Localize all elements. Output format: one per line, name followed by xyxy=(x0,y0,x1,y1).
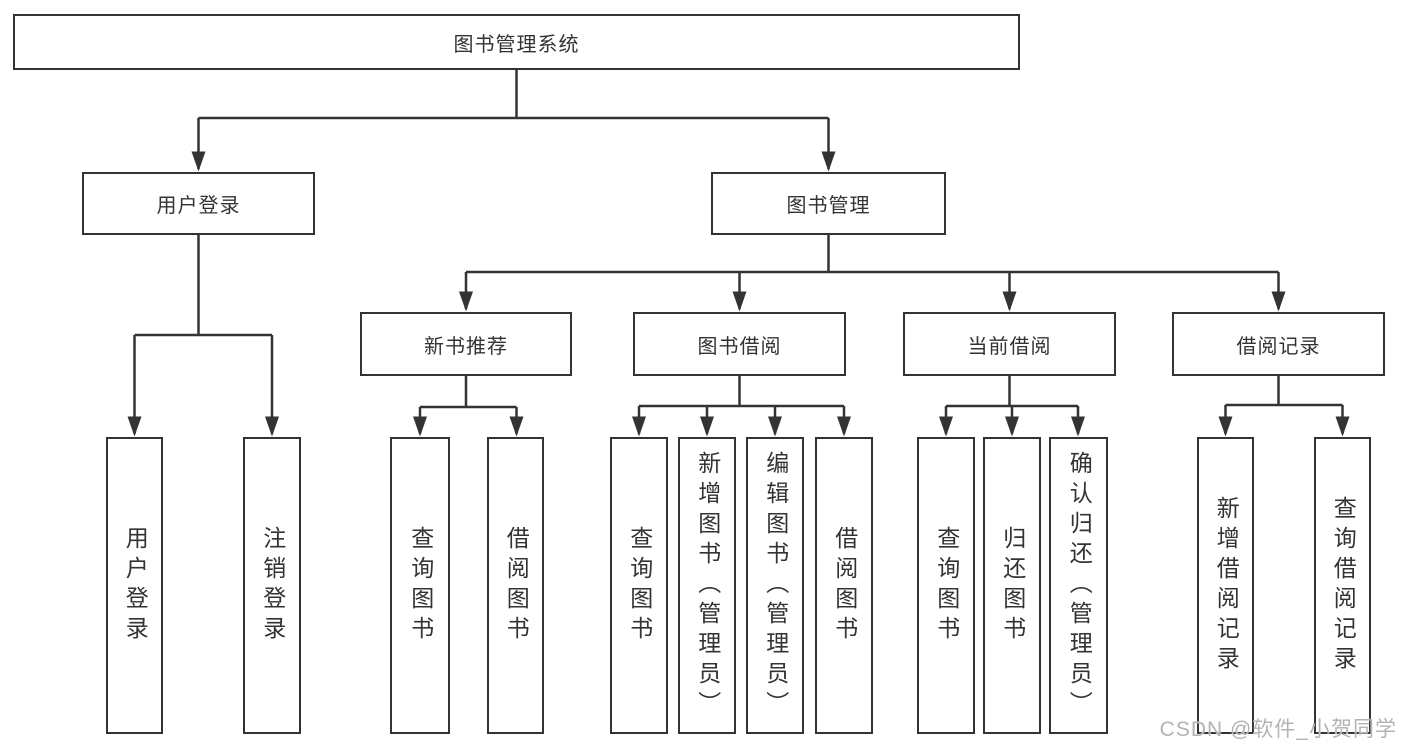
leaf-add-book-admin-label: 新增图书（管理员） xyxy=(694,450,721,721)
node-current-borrowing: 当前借阅 xyxy=(903,312,1116,376)
leaf-borrow-books-recommend: 借阅图书 xyxy=(487,437,544,734)
leaf-query-books-recommend: 查询图书 xyxy=(390,437,450,734)
leaf-user-login: 用户登录 xyxy=(106,437,163,734)
leaf-add-book-admin: 新增图书（管理员） xyxy=(678,437,736,734)
leaf-logout-label: 注销登录 xyxy=(259,525,286,646)
node-new-book-recommendation: 新书推荐 xyxy=(360,312,572,376)
leaf-logout: 注销登录 xyxy=(243,437,301,734)
leaf-query-books-current: 查询图书 xyxy=(917,437,975,734)
leaf-return-books-label: 归还图书 xyxy=(999,525,1026,646)
leaf-query-books-borrowing-label: 查询图书 xyxy=(626,525,653,646)
leaf-confirm-return-admin: 确认归还（管理员） xyxy=(1049,437,1108,734)
leaf-edit-book-admin: 编辑图书（管理员） xyxy=(746,437,804,734)
node-library-management-system: 图书管理系统 xyxy=(13,14,1020,70)
leaf-confirm-return-admin-label: 确认归还（管理员） xyxy=(1066,450,1093,721)
leaf-query-books-current-label: 查询图书 xyxy=(933,525,960,646)
node-borrowing-records: 借阅记录 xyxy=(1172,312,1385,376)
leaf-query-books-borrowing: 查询图书 xyxy=(610,437,668,734)
node-user-login: 用户登录 xyxy=(82,172,315,235)
leaf-query-borrow-record: 查询借阅记录 xyxy=(1314,437,1371,734)
node-book-management: 图书管理 xyxy=(711,172,946,235)
node-book-borrowing: 图书借阅 xyxy=(633,312,846,376)
csdn-watermark: CSDN @软件_小贺同学 xyxy=(1159,718,1397,741)
leaf-add-borrow-record: 新增借阅记录 xyxy=(1197,437,1254,734)
leaf-borrow-books-recommend-label: 借阅图书 xyxy=(503,525,530,646)
leaf-query-borrow-record-label: 查询借阅记录 xyxy=(1330,495,1357,676)
leaf-user-login-label: 用户登录 xyxy=(122,525,149,646)
leaf-return-books: 归还图书 xyxy=(983,437,1041,734)
leaf-borrow-books-borrowing-label: 借阅图书 xyxy=(831,525,858,646)
leaf-add-borrow-record-label: 新增借阅记录 xyxy=(1213,495,1240,676)
leaf-borrow-books-borrowing: 借阅图书 xyxy=(815,437,873,734)
leaf-edit-book-admin-label: 编辑图书（管理员） xyxy=(762,450,789,721)
leaf-query-books-recommend-label: 查询图书 xyxy=(407,525,434,646)
